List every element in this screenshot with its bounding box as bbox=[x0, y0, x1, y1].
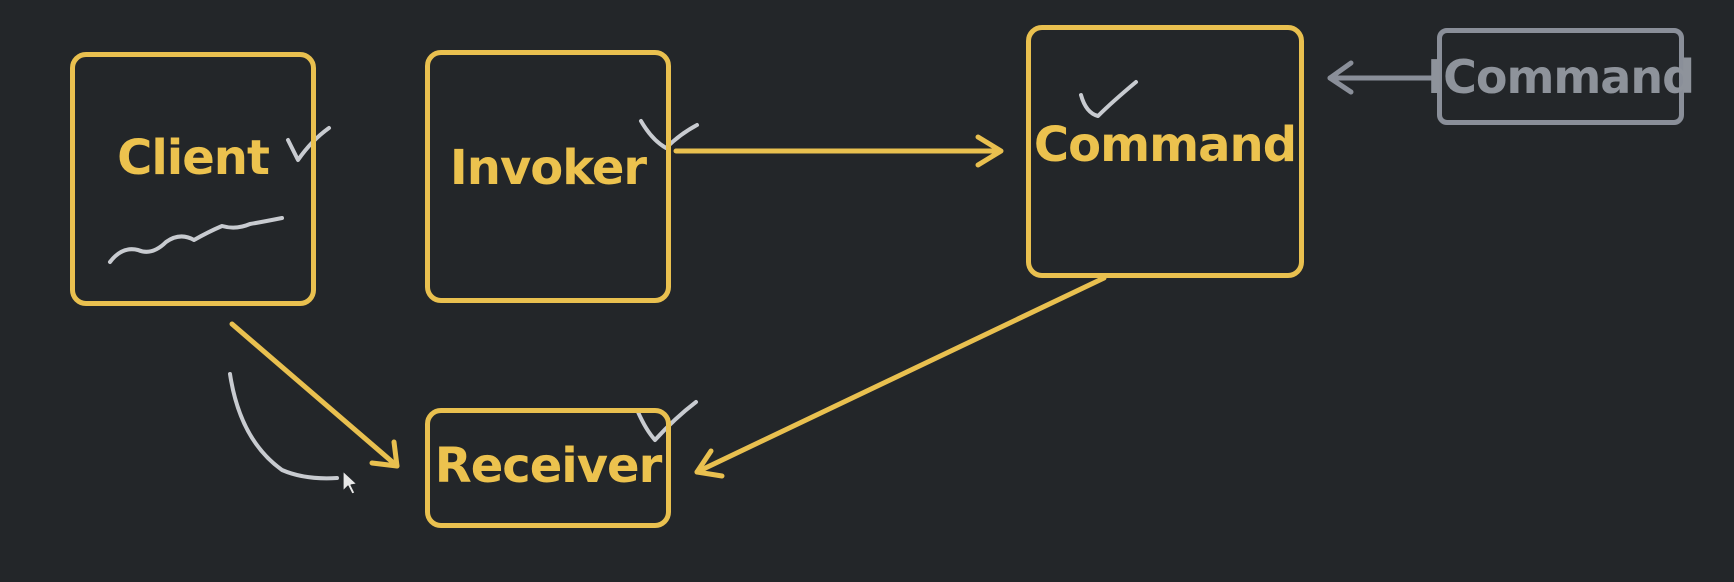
node-client[interactable]: Client bbox=[70, 52, 316, 306]
node-invoker-label: Invoker bbox=[449, 139, 647, 196]
edge-client-to-receiver bbox=[229, 321, 400, 469]
edge-command-to-receiver bbox=[694, 275, 1107, 479]
node-command-label: Command bbox=[1033, 116, 1297, 173]
node-invoker[interactable]: Invoker bbox=[425, 50, 671, 303]
edge-icommand-to-command bbox=[1327, 60, 1440, 95]
node-icommand-label: ICommand bbox=[1426, 49, 1695, 104]
checkmark-client bbox=[286, 126, 331, 162]
edge-invoker-to-command bbox=[673, 134, 1004, 168]
node-client-label: Client bbox=[117, 130, 270, 186]
checkmark-command bbox=[1079, 80, 1138, 118]
node-receiver[interactable]: Receiver bbox=[425, 408, 671, 528]
curve-annotation-client-receiver bbox=[228, 372, 339, 481]
checkmark-receiver bbox=[636, 400, 698, 442]
node-icommand[interactable]: ICommand bbox=[1427, 28, 1695, 125]
node-command[interactable]: Command bbox=[1026, 25, 1304, 278]
node-receiver-label: Receiver bbox=[434, 438, 662, 494]
squiggle-underline-client bbox=[108, 216, 284, 264]
mouse-cursor-icon bbox=[342, 470, 358, 495]
